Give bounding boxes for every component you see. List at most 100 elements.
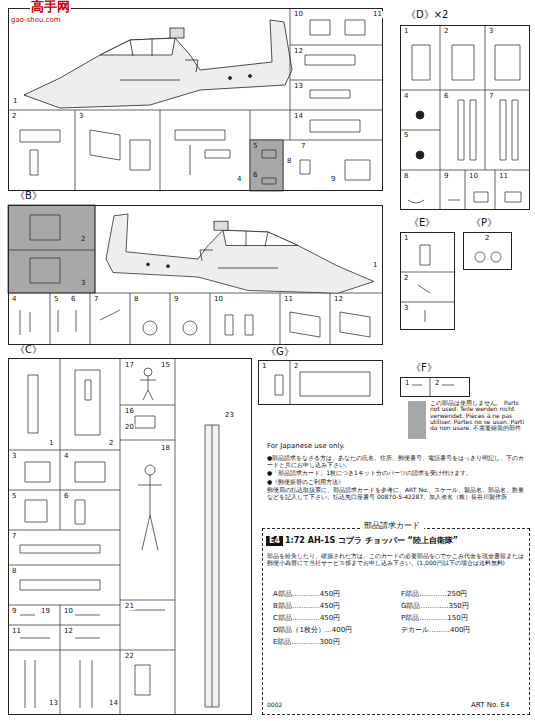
part-number: 2 <box>443 28 449 35</box>
sprue-frame: 《C》1234567891011121314151617181920212223 <box>8 358 252 715</box>
part-number: 10 <box>213 296 224 303</box>
part-number: 7 <box>300 143 306 150</box>
part-number: 7 <box>11 533 17 540</box>
part-number: 11 <box>283 296 294 303</box>
part-number: 12 <box>63 628 74 635</box>
part-number: 3 <box>80 280 86 287</box>
sprue-letter: 《F》 <box>410 363 438 373</box>
part-number: 6 <box>63 493 69 500</box>
part-number: 8 <box>403 173 409 180</box>
part-number: 7 <box>93 296 99 303</box>
sprue-letter: 《D》×2 <box>405 10 449 20</box>
part-number: 2 <box>403 275 409 282</box>
part-number: 12 <box>333 296 344 303</box>
part-number: 13 <box>293 83 304 90</box>
part-number: 16 <box>124 408 135 415</box>
part-number: 21 <box>124 603 135 610</box>
part-number: 1 <box>372 262 378 269</box>
card-text: D部品（1枚分）…400円 <box>272 626 392 634</box>
sprue-frame: 《E》123 <box>400 232 455 330</box>
part-number: 4 <box>63 453 69 460</box>
part-number: 11 <box>11 628 22 635</box>
part-number: 10 <box>63 608 74 615</box>
part-number: 12 <box>293 48 304 55</box>
sprue-letter: 《E》 <box>408 218 436 228</box>
part-number: 4 <box>11 296 17 303</box>
part-number: 5 <box>11 493 17 500</box>
part-number: 9 <box>11 608 17 615</box>
watermark: gao-shou.com <box>10 17 62 24</box>
sprue-frame: 《P》2 <box>463 232 512 270</box>
card-text: F部品…………250円 <box>400 590 520 598</box>
part-number: 11 <box>372 11 383 18</box>
card-text: E部品…………300円 <box>272 638 392 646</box>
card-text: G部品…………350円 <box>400 602 520 610</box>
sprue-frame: 《B》123456789101112 <box>8 205 383 345</box>
note-text: For Japanese use only. <box>266 443 346 450</box>
part-number: 4 <box>403 93 409 100</box>
part-number: 8 <box>286 158 292 165</box>
sprue-letter: 《G》 <box>265 347 295 357</box>
card-text: C部品…………450円 <box>272 614 392 622</box>
part-number: 3 <box>488 28 494 35</box>
part-number: 15 <box>160 362 171 369</box>
sprue-letter: 《C》 <box>14 345 43 355</box>
part-number: 4 <box>236 176 242 183</box>
part-number: 9 <box>443 173 449 180</box>
part-number: 20 <box>124 424 135 431</box>
watermark: 高手网 <box>30 0 71 13</box>
card-text: P部品…………150円 <box>400 614 520 622</box>
card-text: 1:72 AH-1S コブラ チョッパー “陸上自衛隊” <box>284 536 526 546</box>
part-number: 2 <box>484 235 490 242</box>
part-number: 10 <box>468 173 479 180</box>
part-number: 1 <box>261 363 267 370</box>
part-number: 10 <box>293 11 304 18</box>
card-text: デカール………400円 <box>400 626 520 634</box>
card-text: 部品を紛失したり、破損された方は、このカードの必要部品を○でかこみ代金を現金書留… <box>266 552 526 566</box>
part-number: 6 <box>252 172 258 179</box>
part-number: 6 <box>443 93 449 100</box>
part-number: 1 <box>404 380 410 387</box>
note-text: 郵便局の払込取扱票に、部品請求カードを参考に、ART No.、スケール、製品名、… <box>266 486 530 500</box>
sprue-letter: 《P》 <box>470 218 498 228</box>
part-number: 5 <box>53 296 59 303</box>
part-number: 5 <box>403 132 409 139</box>
sprue-frame: 《G》12 <box>258 360 383 405</box>
part-number: 17 <box>124 362 135 369</box>
part-number: 3 <box>11 453 17 460</box>
part-number: 1 <box>403 28 409 35</box>
part-number: 19 <box>40 608 51 615</box>
sprue-letter: 《B》 <box>14 191 43 201</box>
part-number: 13 <box>48 700 59 707</box>
legend-swatch <box>408 401 426 439</box>
part-number: 2 <box>11 113 17 120</box>
part-number: 14 <box>293 113 304 120</box>
part-number: 3 <box>403 305 409 312</box>
card-text: 0002 <box>266 702 283 708</box>
part-number: 7 <box>488 93 494 100</box>
note-text: ●《郵便振替のご利用方法》 <box>266 478 530 485</box>
part-number: 18 <box>160 445 171 452</box>
part-number: 11 <box>498 173 509 180</box>
part-number: 9 <box>173 296 179 303</box>
card-text: 部品請求カード <box>360 522 424 530</box>
part-number: 2 <box>80 236 86 243</box>
sprue-frame: 《D》×21234567891011 <box>400 25 530 210</box>
part-number: 2 <box>434 380 440 387</box>
card-text: E4 <box>266 536 283 546</box>
part-number: 8 <box>11 568 17 575</box>
part-number: 5 <box>252 143 258 150</box>
part-number: 1 <box>403 235 409 242</box>
part-number: 1 <box>48 440 54 447</box>
note-text: ●部品請求をなさる方は、あなたの氏名、住所、郵便番号、電話番号をはっきり明記し、… <box>266 454 530 468</box>
part-number: 9 <box>330 176 336 183</box>
parts-request-card: 部品請求カードE41:72 AH-1S コブラ チョッパー “陸上自衛隊”部品を… <box>262 528 530 715</box>
part-number: 8 <box>133 296 139 303</box>
part-number: 1 <box>12 98 18 105</box>
legend-text: この部品は使用しません。 Parts not used. Teile werde… <box>429 400 531 431</box>
note-text: ●「部品請求カード」1枚につき1キット分のパーツの請求を受け付けます。 <box>266 469 530 476</box>
sprue-frame: 1234567891011121314 <box>8 8 383 191</box>
part-number: 22 <box>124 653 135 660</box>
card-text: A部品…………450円 <box>272 590 392 598</box>
sprue-frame: 《F》12 <box>400 377 470 397</box>
